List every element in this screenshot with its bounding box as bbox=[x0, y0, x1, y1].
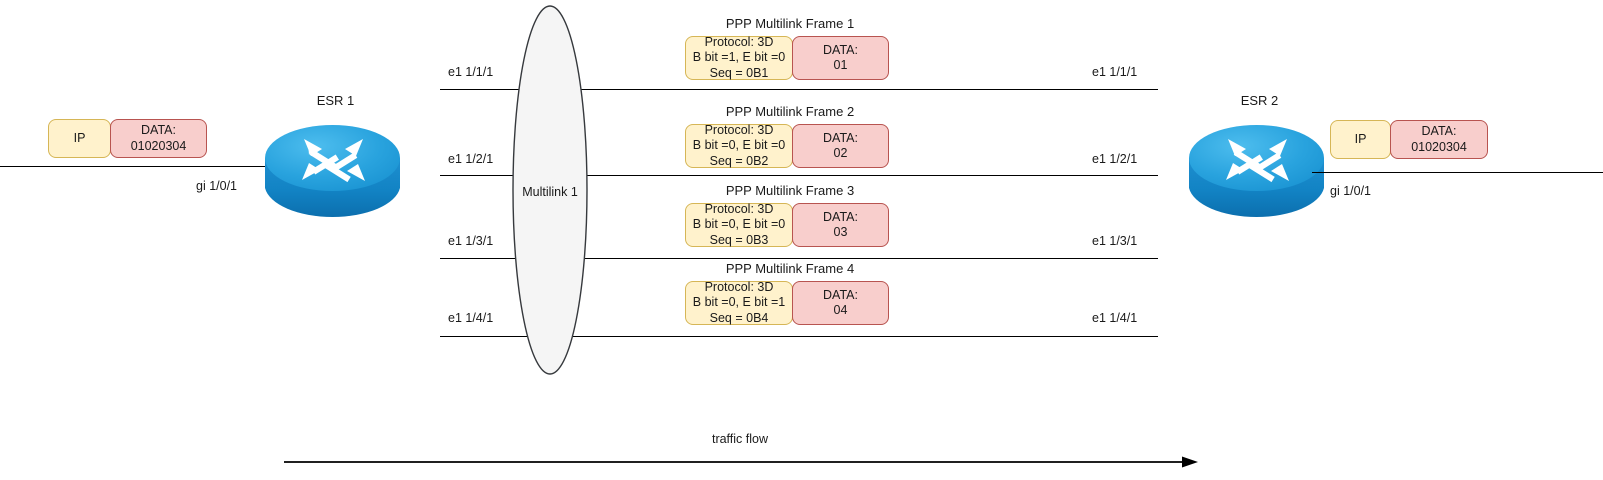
right-interface-label-2: e1 1/2/1 bbox=[1092, 152, 1138, 166]
frame-1-header-text: Protocol: 3D B bit =1, E bit =0 Seq = 0B… bbox=[692, 34, 786, 80]
frame-3-title: PPP Multilink Frame 3 bbox=[725, 183, 855, 198]
frame-1-title: PPP Multilink Frame 1 bbox=[725, 16, 855, 31]
frame-3-header-box: Protocol: 3D B bit =0, E bit =0 Seq = 0B… bbox=[685, 201, 793, 247]
multilink-line-4 bbox=[440, 336, 1158, 337]
right-interface-label-4: e1 1/4/1 bbox=[1092, 311, 1138, 325]
router-icon-esr1 bbox=[264, 118, 401, 223]
frame-4-header-box: Protocol: 3D B bit =0, E bit =1 Seq = 0B… bbox=[685, 279, 793, 325]
multilink-line-3 bbox=[440, 258, 1158, 259]
multilink-line-2 bbox=[440, 175, 1158, 176]
right-ip-header-box: IP bbox=[1330, 120, 1391, 159]
router-icon-esr2 bbox=[1188, 118, 1325, 223]
left-data-payload-label: DATA: 01020304 bbox=[130, 123, 187, 153]
left-access-interface-label: gi 1/0/1 bbox=[196, 179, 238, 193]
left-router-title: ESR 1 bbox=[316, 93, 355, 108]
frame-4-payload-text: DATA: 04 bbox=[823, 287, 858, 318]
multilink-bundle-label: Multilink 1 bbox=[522, 185, 578, 199]
frame-4-header-text: Protocol: 3D B bit =0, E bit =1 Seq = 0B… bbox=[692, 279, 786, 325]
right-access-interface-label: gi 1/0/1 bbox=[1330, 184, 1372, 198]
right-ip-header-label: IP bbox=[1354, 131, 1367, 146]
frame-3-payload-box: DATA: 03 bbox=[792, 203, 889, 247]
left-data-payload-box: DATA: 01020304 bbox=[110, 119, 207, 158]
right-router-title: ESR 2 bbox=[1240, 93, 1279, 108]
frame-3-header-text: Protocol: 3D B bit =0, E bit =0 Seq = 0B… bbox=[692, 201, 786, 247]
left-interface-label-2: e1 1/2/1 bbox=[448, 152, 494, 166]
right-interface-label-1: e1 1/1/1 bbox=[1092, 65, 1138, 79]
frame-2-payload-text: DATA: 02 bbox=[823, 130, 858, 161]
left-interface-label-4: e1 1/4/1 bbox=[448, 311, 494, 325]
frame-4-title: PPP Multilink Frame 4 bbox=[725, 261, 855, 276]
left-interface-label-3: e1 1/3/1 bbox=[448, 234, 494, 248]
left-ip-header-label: IP bbox=[73, 130, 86, 145]
frame-2-title: PPP Multilink Frame 2 bbox=[725, 104, 855, 119]
left-ip-header-box: IP bbox=[48, 119, 111, 158]
multilink-line-1 bbox=[440, 89, 1158, 90]
frame-2-header-box: Protocol: 3D B bit =0, E bit =0 Seq = 0B… bbox=[685, 122, 793, 168]
frame-1-header-box: Protocol: 3D B bit =1, E bit =0 Seq = 0B… bbox=[685, 34, 793, 80]
right-data-payload-label: DATA: 01020304 bbox=[1411, 124, 1467, 154]
right-access-link-line bbox=[1312, 172, 1603, 173]
frame-3-payload-text: DATA: 03 bbox=[823, 209, 858, 240]
frame-1-payload-text: DATA: 01 bbox=[823, 42, 858, 73]
right-data-payload-box: DATA: 01020304 bbox=[1390, 120, 1488, 159]
traffic-flow-arrow bbox=[284, 452, 1200, 472]
left-access-link-line bbox=[0, 166, 283, 167]
frame-4-payload-box: DATA: 04 bbox=[792, 281, 889, 325]
traffic-flow-label: traffic flow bbox=[711, 432, 769, 446]
frame-1-payload-box: DATA: 01 bbox=[792, 36, 889, 80]
multilink-bundle-ellipse bbox=[511, 4, 589, 376]
left-interface-label-1: e1 1/1/1 bbox=[448, 65, 494, 79]
frame-2-header-text: Protocol: 3D B bit =0, E bit =0 Seq = 0B… bbox=[692, 122, 786, 168]
right-interface-label-3: e1 1/3/1 bbox=[1092, 234, 1138, 248]
frame-2-payload-box: DATA: 02 bbox=[792, 124, 889, 168]
